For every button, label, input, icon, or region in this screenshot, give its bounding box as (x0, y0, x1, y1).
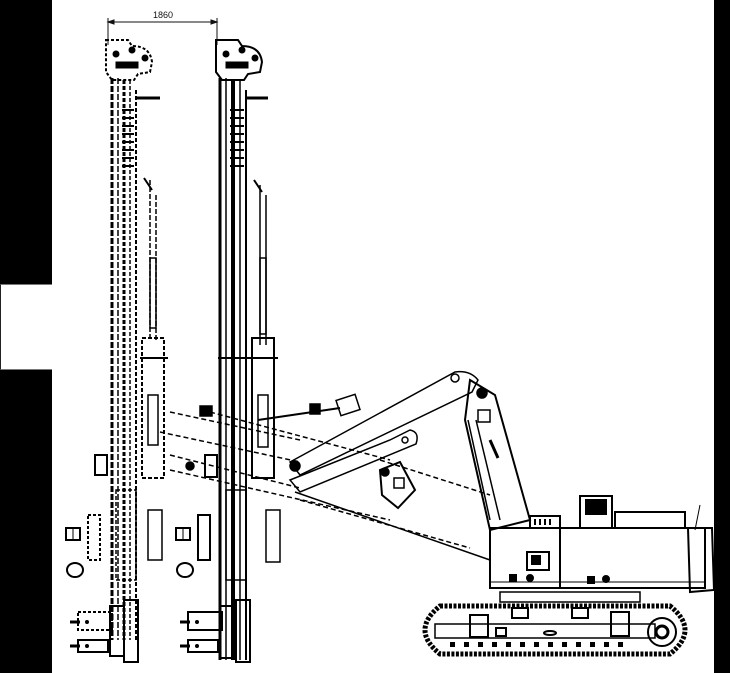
dimension-1860 (106, 18, 219, 45)
letterbox-right (714, 0, 730, 673)
letterbox-left-notch (0, 284, 52, 370)
letterbox-left-top (0, 0, 52, 284)
dimension-label: 1860 (153, 10, 173, 20)
upper-carriage (489, 495, 716, 594)
mast-right (175, 39, 281, 663)
crawler-track (422, 591, 688, 657)
drawing-sheet (52, 0, 714, 673)
letterbox-left-bottom (0, 370, 52, 673)
mast-left (65, 39, 168, 663)
boom-linkage (159, 370, 532, 561)
